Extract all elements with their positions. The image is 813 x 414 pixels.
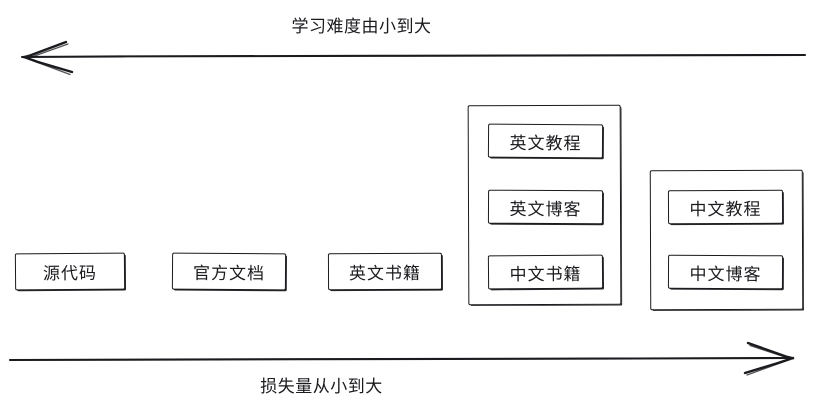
node-label: 英文教程 [509, 133, 582, 153]
node-label: 中文博客 [689, 264, 762, 284]
node-chinese-books[interactable]: 中文书籍 [487, 254, 604, 290]
node-english-books[interactable]: 英文书籍 [327, 252, 443, 291]
node-official-docs[interactable]: 官方文档 [171, 252, 287, 291]
node-label: 英文博客 [509, 199, 582, 219]
node-label: 官方文档 [192, 263, 266, 284]
node-label: 英文书籍 [348, 263, 422, 284]
node-chinese-blog[interactable]: 中文博客 [667, 254, 784, 290]
bottom-axis-label: 损失量从小到大 [260, 377, 383, 396]
node-label: 中文书籍 [509, 264, 582, 284]
node-english-blog[interactable]: 英文博客 [487, 189, 604, 225]
bottom-axis-arrow [8, 341, 795, 376]
top-axis-label: 学习难度由小到大 [291, 17, 432, 36]
node-source-code[interactable]: 源代码 [14, 252, 126, 291]
node-chinese-tutorial[interactable]: 中文教程 [667, 189, 784, 225]
top-axis-arrow [20, 40, 807, 76]
node-label: 中文教程 [689, 199, 762, 219]
node-label: 源代码 [42, 263, 98, 284]
node-english-tutorial[interactable]: 英文教程 [487, 123, 604, 159]
